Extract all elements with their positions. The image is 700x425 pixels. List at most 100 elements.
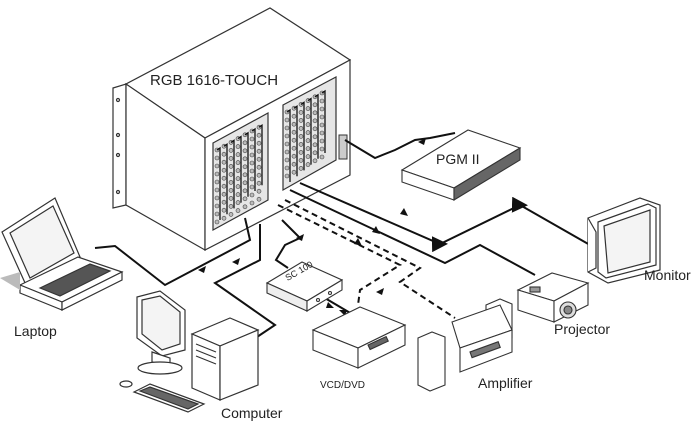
connector-port [214,179,220,185]
connector-port [235,144,241,149]
arrow-icon [376,288,384,295]
connector-port [298,126,304,131]
connector-port [312,134,318,140]
connector-port [291,121,297,127]
connector-port [284,157,290,163]
connector-port [319,122,325,128]
connector-port [312,150,318,156]
patch-cable [230,139,235,209]
connector-port [235,200,241,205]
cable-laptop [94,217,252,287]
connector-port [256,140,262,146]
connector-port [291,161,297,167]
connector-port [319,106,325,112]
projector-icon [516,272,590,323]
connector-port [235,176,241,181]
arrow-icon [418,138,426,145]
connector-port [319,98,325,104]
computer-icon [119,290,260,413]
connector-port [221,191,227,197]
patch-cable [314,93,319,159]
controller-icon [400,129,522,201]
connector-port [214,171,220,177]
connector-port [256,196,262,202]
patch-cable [293,104,298,177]
connector-port [235,208,241,213]
patch-cable [300,101,305,171]
cable-projector [289,189,536,276]
connector-port [242,164,248,170]
connector-port [235,168,241,173]
dvd-label: VCD/DVD [320,380,366,391]
connector-port [284,173,290,179]
connector-port [305,162,311,167]
connector-port [284,141,290,147]
connector-port [235,192,241,197]
laptop-icon [0,197,124,311]
connector-port [249,184,255,190]
connector-port [291,129,297,135]
patch-cable [286,108,291,182]
connector-port [228,156,234,161]
dvd-player-icon [311,306,407,369]
connector-port [305,138,311,143]
scan-converter-icon [265,261,344,312]
connector-port [249,192,255,198]
connector-port [256,148,262,154]
patch-cable [321,89,326,153]
connector-port [298,118,304,123]
arrow-icon [400,208,408,216]
connector-port [256,172,262,178]
connector-port [284,165,290,171]
connector-port [214,187,220,193]
connector-port [284,133,290,139]
connector-port [249,144,255,150]
connector-port [284,125,290,131]
arrow-icon [354,238,362,246]
connector-port [284,149,290,155]
connector-port [305,130,311,135]
connector-port [319,146,325,152]
connector-port [235,160,241,165]
connector-port [249,136,255,142]
connector-port [214,155,220,161]
patch-cable [237,135,242,203]
connector-port [319,138,325,144]
connector-port [312,102,318,108]
connector-port [228,180,234,185]
connector-port [249,168,255,174]
patch-cable [258,123,263,186]
connector-port [249,160,255,166]
cable-computer [213,224,277,346]
connector-port [228,164,234,169]
patch-cable [307,97,312,165]
arrow-icon [372,226,380,234]
amplifier-icon [417,298,513,392]
arrow-icon [296,234,304,241]
connector-port [291,153,297,159]
connector-port [228,204,234,209]
connector-port [284,117,290,123]
monitor-label: Monitor [644,267,691,283]
connector-port [312,126,318,132]
connector-port [298,134,304,139]
connector-port [228,212,234,217]
connector-port [298,142,304,147]
arrow-icon [198,266,206,273]
matrix-handle [338,134,348,160]
laptop-label: Laptop [14,323,57,339]
patch-cable [251,127,256,191]
connector-port [242,140,248,146]
connector-port [242,204,248,210]
cable-converter [274,219,302,269]
matrix-label: RGB 1616-TOUCH [150,72,279,89]
connector-port [291,113,297,119]
connector-port [249,200,255,206]
connector-port [228,172,234,177]
amplifier-label: Amplifier [478,375,533,391]
monitor-icon [587,197,661,284]
connector-port [235,152,241,157]
connector-port [228,196,234,201]
connector-port [298,150,304,155]
